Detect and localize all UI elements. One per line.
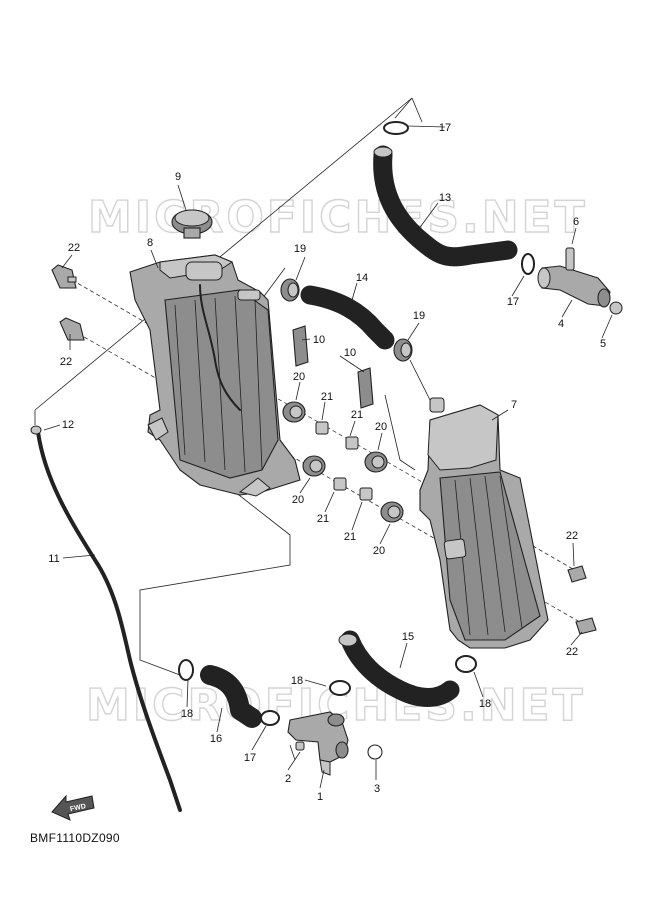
callout-13: 13	[439, 192, 451, 204]
callout-22-b: 22	[60, 356, 72, 368]
callout-7: 7	[511, 399, 517, 411]
pad-10-left	[292, 325, 309, 367]
callout-14: 14	[356, 272, 368, 284]
grommet-19-left	[280, 278, 300, 302]
left-radiator	[129, 254, 301, 497]
callout-11: 11	[48, 553, 59, 565]
radiator-outlet	[237, 289, 261, 301]
callout-22-a: 22	[68, 242, 80, 254]
callout-22-d: 22	[566, 646, 578, 658]
callout-17-a: 17	[439, 122, 451, 134]
forward-arrow-icon: FWD	[51, 794, 95, 821]
callout-20-d: 20	[373, 545, 385, 557]
callout-leaders	[43, 125, 613, 789]
callout-21-b: 21	[351, 409, 363, 421]
callout-labels: 9 8 22 22 12 11 19 14 10 10 20 21 21 20 …	[48, 122, 606, 803]
callout-1: 1	[317, 791, 323, 803]
bent-hose	[200, 665, 262, 728]
callout-18-b: 18	[291, 675, 303, 687]
callout-4: 4	[558, 318, 564, 330]
right-radiator	[419, 397, 549, 649]
radiator-cap	[171, 209, 213, 239]
callout-17-c: 17	[244, 752, 256, 764]
bleed-bolt	[565, 247, 575, 271]
callout-22-c: 22	[566, 530, 578, 542]
upper-hose	[373, 145, 518, 267]
collar-21-group	[315, 421, 373, 501]
watermark-top: MICROFICHES.NET	[88, 192, 588, 243]
callout-20-b: 20	[375, 421, 387, 433]
callout-18-a: 18	[181, 708, 193, 720]
o-ring-3	[367, 744, 383, 760]
callout-21-a: 21	[321, 391, 333, 403]
callout-9: 9	[175, 171, 181, 183]
callout-17-b: 17	[507, 296, 519, 308]
o-ring	[609, 301, 623, 315]
callout-3: 3	[374, 783, 380, 795]
callout-20-a: 20	[293, 371, 305, 383]
thermostat-housing	[537, 247, 623, 315]
callout-10-b: 10	[344, 347, 356, 359]
lower-hose	[338, 630, 460, 707]
callout-6: 6	[573, 216, 579, 228]
callout-20-c: 20	[292, 494, 304, 506]
bolt-22-group	[51, 264, 597, 635]
callout-19-b: 19	[413, 310, 425, 322]
diagram-code: BMF1110DZ090	[30, 831, 120, 845]
drain-bolt	[295, 741, 305, 751]
callout-2: 2	[285, 773, 291, 785]
water-pipe-fitting	[287, 711, 349, 776]
callout-16: 16	[210, 733, 222, 745]
pad-10-right	[357, 367, 374, 409]
fwd-label: FWD	[70, 803, 87, 813]
callout-19-a: 19	[294, 243, 306, 255]
cross-hose	[300, 285, 395, 350]
hose-clip	[30, 425, 42, 435]
grommet-19-right	[393, 338, 413, 362]
callout-10-a: 10	[313, 334, 325, 346]
callout-21-d: 21	[344, 531, 356, 543]
overflow-hose	[36, 430, 182, 812]
damper-20-group	[282, 401, 404, 523]
callout-21-c: 21	[317, 513, 329, 525]
callout-15: 15	[402, 631, 414, 643]
filler-neck	[185, 261, 223, 281]
callout-8: 8	[147, 237, 153, 249]
hose-clamp-group	[178, 121, 535, 726]
callout-12: 12	[62, 419, 74, 431]
callout-5: 5	[600, 338, 606, 350]
callout-18-c: 18	[479, 698, 491, 710]
